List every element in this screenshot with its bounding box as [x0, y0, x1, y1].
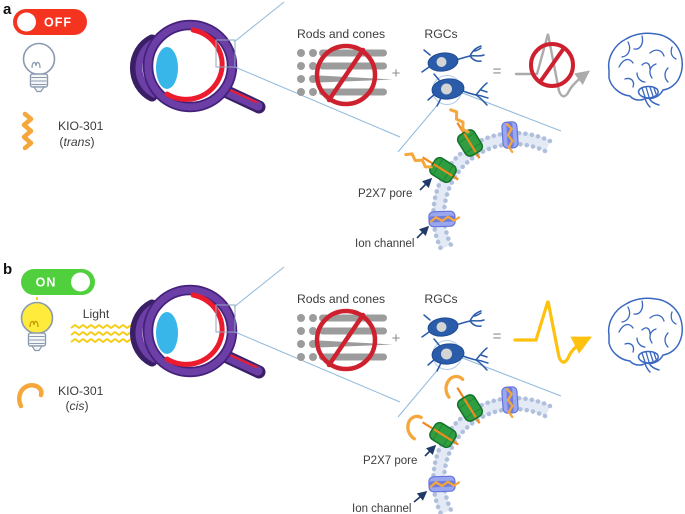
membrane-inset [418, 118, 550, 249]
kio301-name: KIO-301 [58, 384, 104, 398]
panel-a: a OFF KIO-301 (trans) Rods and cones + R… [3, 1, 683, 250]
p2x7-arrow [424, 444, 437, 457]
panel-b: b ON Light KIO-301 (cis) Rods [3, 261, 683, 514]
rods-cones-blocked-icon [297, 46, 393, 104]
rods-cones-blocked-icon [297, 311, 393, 369]
kio301-trans-molecule-icon [21, 111, 34, 151]
brain-icon [607, 32, 683, 108]
ion-channel-label: Ion channel [352, 503, 411, 514]
prohibition-slash [538, 46, 566, 84]
brain-icon [607, 297, 683, 373]
kio301-isomer: (cis) [65, 399, 88, 413]
rods-cones-label: Rods and cones [297, 27, 385, 41]
prohibition-circle [529, 42, 575, 88]
ion-channel-arrow [416, 225, 430, 239]
plus-sign: + [392, 65, 401, 82]
p2x7-pore-label: P2X7 pore [358, 188, 412, 200]
action-potential-spike [513, 300, 592, 364]
panel-b-letter: b [3, 261, 12, 278]
ion-channel-label: Ion channel [355, 238, 414, 250]
kio301-cis-molecule [400, 411, 431, 441]
p2x7-pore-label: P2X7 pore [363, 455, 417, 467]
rods-cones-label: Rods and cones [297, 292, 385, 306]
rgcs-label: RGCs [424, 292, 457, 306]
equals-sign: = [493, 63, 502, 80]
equals-sign: = [493, 328, 502, 345]
p2x7-arrow [419, 177, 433, 191]
membrane-inset [418, 383, 550, 514]
no-signal-icon [514, 33, 590, 98]
kio301-cis-molecule-icon [17, 383, 44, 409]
ion-channel-arrow [413, 490, 428, 503]
off-toggle-knob [17, 12, 36, 32]
kio301-isomer: (trans) [59, 135, 94, 149]
light-waves-icon [70, 324, 132, 343]
light-label: Light [83, 307, 110, 321]
kio301-name: KIO-301 [58, 119, 104, 133]
panel-a-letter: a [3, 1, 12, 18]
kio301-cis-legend: KIO-301 (cis) [17, 383, 104, 413]
off-toggle-label: OFF [44, 16, 72, 30]
kio301-trans-molecule [449, 106, 471, 136]
on-toggle: ON [21, 269, 95, 295]
rgcs-label: RGCs [424, 27, 457, 41]
off-toggle: OFF [13, 9, 87, 35]
lightbulb-on-icon [20, 297, 54, 352]
kio301-trans-legend: KIO-301 (trans) [21, 111, 104, 151]
blocked-spike-trace [514, 33, 590, 98]
on-toggle-label: ON [36, 276, 57, 290]
lightbulb-off-icon [22, 42, 56, 93]
on-toggle-knob [71, 272, 90, 292]
plus-sign: + [392, 330, 401, 347]
kio301-cis-molecule [440, 372, 469, 399]
